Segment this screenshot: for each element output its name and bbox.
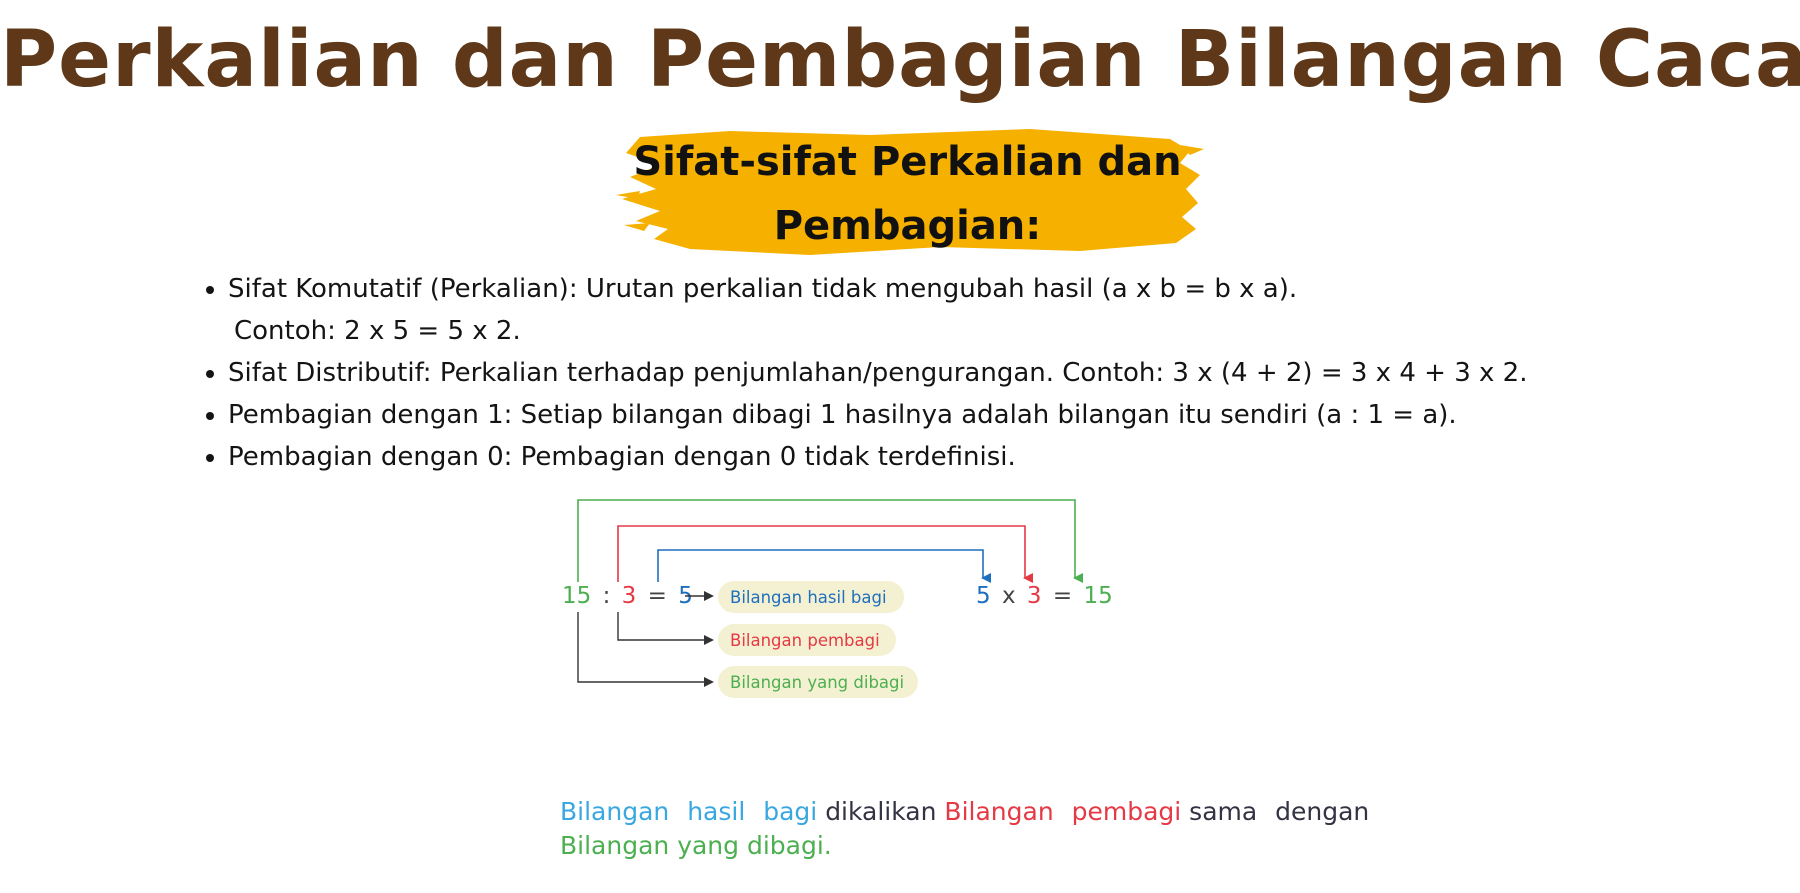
- blue-connector: [657, 549, 991, 583]
- div-op: :: [603, 583, 611, 609]
- div-dividend: 15: [562, 583, 591, 609]
- label-quotient: Bilangan hasil bagi: [730, 588, 887, 607]
- diagram-caption: Bilangan hasil bagi dikalikan Bilangan p…: [560, 795, 1380, 863]
- label-quotient-pill: [718, 581, 904, 613]
- div-eq: =: [648, 583, 667, 609]
- label-divisor-pill: [718, 624, 896, 656]
- list-item-text: Sifat Distributif: Perkalian terhadap pe…: [228, 358, 1528, 388]
- arrow-to-divisor-label: [617, 612, 714, 645]
- mul-dividend: 15: [1083, 583, 1112, 609]
- section-subtitle: Sifat-sifat Perkalian dan Pembagian:: [610, 130, 1205, 258]
- division-diagram: 15 : 3 = 5 5 x 3 = 15 Bilangan hasil bag…: [562, 499, 1113, 698]
- caption-equals: sama dengan: [1189, 797, 1370, 826]
- arrow-to-dividend-label: [577, 612, 714, 687]
- svg-text:5 x 3 = 15: 5 x 3 = 15: [976, 583, 1113, 609]
- list-item-text: Sifat Komutatif (Perkalian): Urutan perk…: [228, 274, 1298, 304]
- label-dividend-pill: [718, 666, 918, 698]
- div-divisor: 3: [622, 583, 637, 609]
- list-item-text: Pembagian dengan 1: Setiap bilangan diba…: [228, 400, 1457, 430]
- mul-divisor: 3: [1027, 583, 1042, 609]
- svg-text:15 : 3 = 5: 15 : 3 = 5: [562, 583, 693, 609]
- list-item: Sifat Distributif: Perkalian terhadap pe…: [228, 352, 1728, 394]
- caption-quotient: Bilangan hasil bagi: [560, 797, 818, 826]
- mul-quotient: 5: [976, 583, 991, 609]
- green-connector: [577, 499, 1083, 583]
- caption-dividend: Bilangan yang dibagi.: [560, 831, 832, 860]
- list-item-continuation: Contoh: 2 x 5 = 5 x 2.: [234, 316, 521, 346]
- mul-eq: =: [1053, 583, 1072, 609]
- subtitle-line-1: Sifat-sifat Perkalian dan: [633, 139, 1182, 185]
- property-list: Sifat Komutatif (Perkalian): Urutan perk…: [198, 268, 1728, 478]
- caption-divisor: Bilangan pembagi: [944, 797, 1182, 826]
- caption-multiplied: dikalikan: [825, 797, 937, 826]
- subtitle-line-2: Pembagian:: [773, 203, 1042, 249]
- brush-highlight-background: [616, 129, 1204, 255]
- list-item-text: Pembagian dengan 0: Pembagian dengan 0 t…: [228, 442, 1016, 472]
- list-item: Sifat Komutatif (Perkalian): Urutan perk…: [228, 268, 1728, 352]
- page-title: Perkalian dan Pembagian Bilangan Cacah: [0, 15, 1800, 105]
- label-dividend: Bilangan yang dibagi: [730, 673, 904, 692]
- mul-op: x: [1002, 583, 1016, 609]
- list-item: Pembagian dengan 1: Setiap bilangan diba…: [228, 394, 1728, 436]
- red-connector: [617, 525, 1033, 583]
- list-item: Pembagian dengan 0: Pembagian dengan 0 t…: [228, 436, 1728, 478]
- label-divisor: Bilangan pembagi: [730, 631, 880, 650]
